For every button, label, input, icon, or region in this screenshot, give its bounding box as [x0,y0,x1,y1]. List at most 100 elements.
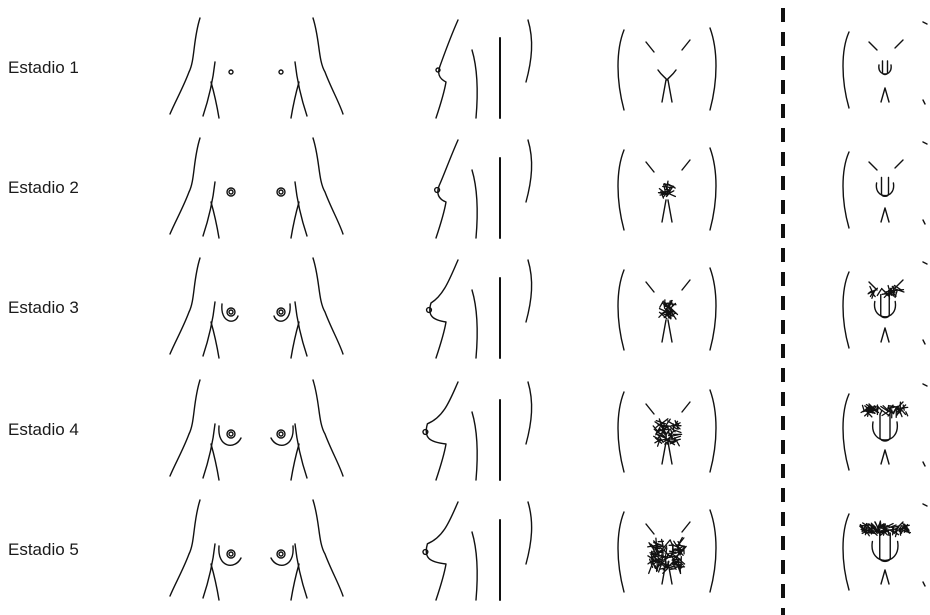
areola-left [227,550,235,558]
breast-front-view-icon [165,10,345,130]
nipple-right [279,190,283,194]
side-back-curve [526,140,532,202]
male-penis [880,533,891,561]
torso-left-outline [170,18,200,114]
stage-label: Estadio 3 [8,298,79,318]
breast-side-view-icon [420,372,540,492]
nipple-left [229,432,233,436]
torso-right-outline [313,138,343,234]
inguinal-left [646,404,654,414]
breast-front-view-icon [165,130,345,250]
side-arm-line [472,290,477,358]
male-hip-left [843,32,849,108]
inguinal-right [682,40,690,50]
male-pubic-hair [860,521,911,537]
hip-left [618,30,624,110]
male-genital-pubic-icon [835,130,930,250]
male-pubic-hair [861,402,908,418]
side-nipple [423,430,428,435]
torso-left-outline [170,380,200,476]
male-scrotum [872,542,898,561]
arm-right-inner [291,564,299,600]
side-arm-line [472,50,477,118]
nipple-right [279,552,283,556]
male-penis [882,177,889,196]
areola-left [227,308,235,316]
male-hip-right-tick [923,262,927,264]
side-back-curve [526,382,532,444]
male-hip-left [843,152,849,228]
male-scrotum [879,65,891,74]
male-hip-right-tick-low [923,582,925,586]
areola-left [227,188,235,196]
male-inguinal-right [895,40,903,48]
nipple-left [229,552,233,556]
male-legs-cleft [881,208,889,222]
hip-right [710,268,716,350]
stage-row: Estadio 1 [0,10,930,130]
nipple-left [229,70,233,74]
nipple-left [229,190,233,194]
hip-left [618,392,624,472]
side-back-curve [526,502,532,564]
side-arm-line [472,532,477,600]
side-arm-line [472,170,477,238]
female-pubic-hair-icon [610,492,720,612]
male-hip-right-tick-low [923,100,925,104]
nipple-left [229,310,233,314]
female-pubic-hair-icon [610,130,720,250]
pubic-mound-lines [658,70,676,80]
male-scrotum [875,302,896,317]
areola-right [277,430,285,438]
stage-label: Estadio 5 [8,540,79,560]
torso-left-outline [170,500,200,596]
hip-left [618,270,624,350]
hip-right [710,510,716,592]
male-legs-cleft [881,570,889,584]
torso-left-outline [170,138,200,234]
breast-side-view-icon [420,130,540,250]
side-nipple [436,68,440,72]
male-hip-left [843,394,849,470]
male-genital-pubic-icon [835,250,930,370]
pubic-hair-cluster [659,300,678,319]
side-nipple [423,550,428,555]
torso-right-outline [313,258,343,354]
side-torso-front [426,382,458,480]
male-penis [881,295,890,318]
pubic-cleft [662,80,672,102]
male-penis [883,61,888,75]
male-hip-right-tick-low [923,220,925,224]
male-hip-right-tick [923,142,927,144]
male-hip-right-tick [923,22,927,24]
male-hip-left [843,514,849,590]
male-hip-right-tick [923,504,927,506]
breast-side-view-icon [420,492,540,612]
areola-left [227,430,235,438]
stage-row: Estadio 5 [0,492,930,612]
inguinal-left [646,42,654,52]
nipple-right [279,432,283,436]
breast-front-view-icon [165,250,345,370]
dashed-separator-icon [780,8,786,615]
arm-left-inner [211,322,219,358]
hip-right [710,28,716,110]
torso-right-outline [313,380,343,476]
arm-left-inner [211,444,219,480]
inguinal-right [682,522,690,532]
stage-label: Estadio 4 [8,420,79,440]
male-genital-pubic-icon [835,492,930,612]
areola-right [277,550,285,558]
nipple-right [279,70,283,74]
breast-front-view-icon [165,372,345,492]
male-hip-left [843,272,849,348]
arm-right-inner [291,322,299,358]
male-inguinal-left [869,42,877,50]
inguinal-left [646,524,654,534]
stage-row: Estadio 2 [0,130,930,250]
torso-right-outline [313,18,343,114]
male-penis [880,414,890,441]
nipple-right [279,310,283,314]
pubic-hair-cluster [648,538,687,574]
